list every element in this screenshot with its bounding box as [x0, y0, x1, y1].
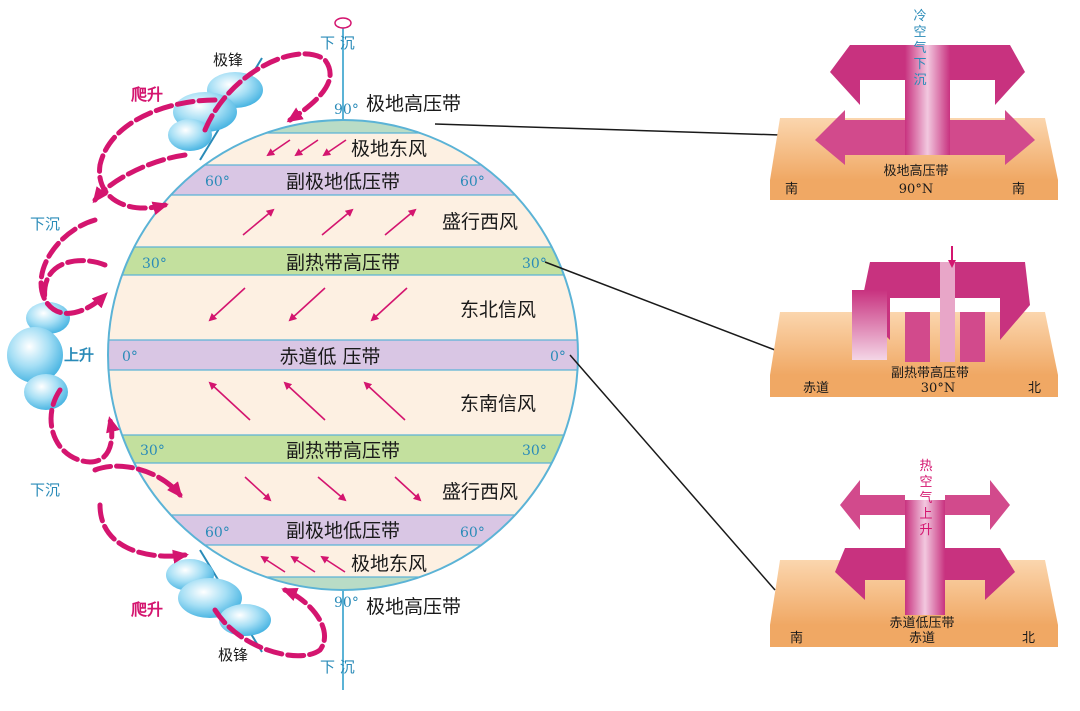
- lat-label-60-right-s: 60°: [460, 525, 485, 541]
- panel-right-subtropical: 北: [1028, 381, 1041, 396]
- rotation-icon: [334, 17, 352, 29]
- panel-center-equatorial: 赤道: [909, 631, 935, 646]
- sink-label-lower-left: 下沉: [30, 481, 60, 499]
- wind-label-polar-east-n: 极地东风: [351, 138, 427, 160]
- wind-label-westerlies-s: 盛行西风: [442, 481, 518, 503]
- lat-label-60-left-n: 60°: [205, 174, 230, 190]
- lat-label-0-right: 0°: [550, 349, 566, 365]
- panel-center-subtropical: 30°N: [921, 381, 955, 396]
- panel-center-polar: 90°N: [899, 182, 933, 197]
- band-label-sub-tropical-high-n: 副热带高压带: [286, 252, 400, 274]
- ground-edge: [770, 375, 1058, 397]
- rise-label: 上升: [64, 346, 94, 364]
- panel-right-equatorial: 北: [1022, 631, 1035, 646]
- lat-label-30-left-s: 30°: [140, 443, 165, 459]
- svg-text:空: 空: [913, 25, 926, 40]
- band-sub-tropical-high-south: [108, 435, 578, 463]
- band-label-sub-tropical-high-s: 副热带高压带: [286, 440, 400, 462]
- svg-text:气: 气: [919, 490, 932, 506]
- climb-label-bottom: 爬升: [130, 600, 163, 619]
- svg-text:下: 下: [913, 57, 926, 72]
- circulation-loops: [38, 51, 333, 659]
- panel-left-polar: 南: [785, 181, 798, 197]
- svg-text:气: 气: [913, 40, 926, 56]
- band-sub-tropical-high-north: [108, 247, 578, 275]
- ground-edge: [770, 625, 1058, 647]
- lat-label-30-right-n: 30°: [522, 256, 547, 272]
- panel-subtropical-high: 副热带高压带 30°N 赤道 北: [770, 246, 1058, 397]
- pole-lat-top: 90°: [334, 102, 359, 118]
- sink-label-upper-left: 下沉: [30, 215, 60, 233]
- lat-label-30-left-n: 30°: [142, 256, 167, 272]
- climb-label-top: 爬升: [130, 85, 163, 104]
- panel-left-subtropical: 赤道: [803, 381, 829, 396]
- front-label-bottom: 极锋: [218, 646, 248, 664]
- band-label-equatorial-low: 赤道低 压带: [279, 346, 380, 368]
- lat-label-60-left-s: 60°: [205, 525, 230, 541]
- cap-label-polar-high-n: 极地高压带: [366, 93, 461, 115]
- wind-label-ne-trade: 东北信风: [460, 299, 536, 321]
- svg-text:冷: 冷: [913, 9, 926, 24]
- ground-edge: [770, 180, 1058, 200]
- band-equatorial-low: [108, 340, 578, 370]
- pole-lat-bottom: 90°: [334, 595, 359, 611]
- wind-label-polar-east-s: 极地东风: [351, 553, 427, 575]
- svg-text:上: 上: [919, 507, 932, 522]
- svg-text:沉: 沉: [913, 73, 926, 88]
- panel-title-equatorial: 赤道低压带: [889, 616, 954, 631]
- lat-label-60-right-n: 60°: [460, 174, 485, 190]
- panel-title-polar: 极地高压带: [883, 163, 948, 179]
- svg-text:升: 升: [919, 523, 932, 538]
- band-label-sub-polar-low-n: 副极地低压带: [286, 171, 400, 193]
- connector-lines: [434, 123, 781, 591]
- wind-label-se-trade: 东南信风: [460, 393, 536, 415]
- svg-text:空: 空: [919, 475, 932, 490]
- sink-label-bottom: 下 沉: [320, 658, 355, 676]
- panel-right-polar: 南: [1012, 181, 1025, 197]
- wind-label-westerlies-n: 盛行西风: [442, 211, 518, 233]
- wind-arrows: [208, 139, 422, 573]
- panel-left-equatorial: 南: [790, 630, 803, 646]
- panel-title-subtropical: 副热带高压带: [891, 365, 969, 381]
- lat-label-30-right-s: 30°: [522, 443, 547, 459]
- svg-text:热: 热: [919, 459, 932, 474]
- sink-label-top: 下 沉: [320, 34, 355, 52]
- band-label-sub-polar-low-s: 副极地低压带: [286, 520, 400, 542]
- cap-label-polar-high-s: 极地高压带: [366, 596, 461, 618]
- front-label-top: 极锋: [213, 51, 243, 69]
- lat-label-0-left: 0°: [122, 349, 138, 365]
